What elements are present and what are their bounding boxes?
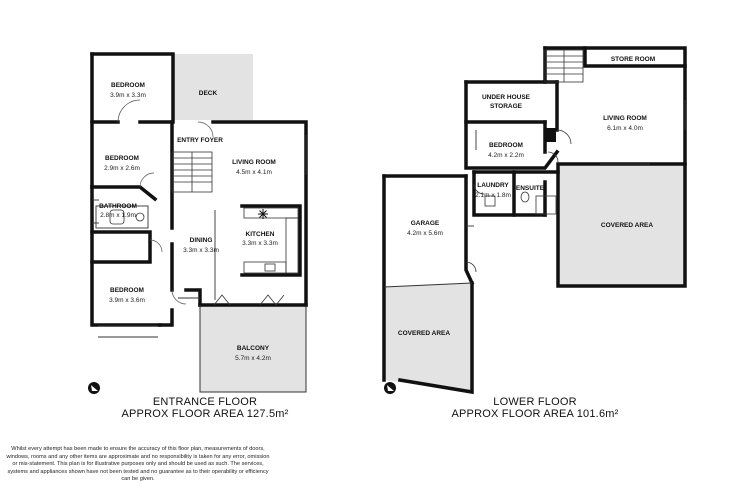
kitchen-label: KITCHEN <box>246 231 275 238</box>
dining-dims: 3.3m x 3.3m <box>183 247 219 254</box>
entrance-floor-plan: BEDROOM 3.9m x 3.3m DECK ENTRY FOYER BED… <box>88 52 308 394</box>
entrance-floor-title: ENTRANCE FLOOR <box>152 396 258 408</box>
lower-bedroom-label: BEDROOM <box>489 142 523 149</box>
bedroom-mid-dims: 2.9m x 2.6m <box>104 165 140 172</box>
disclaimer-text: Whilst every attempt has been made to en… <box>6 446 270 483</box>
entry-foyer-label: ENTRY FOYER <box>177 137 223 144</box>
compass-icon <box>384 382 396 394</box>
bedroom-top-label: BEDROOM <box>111 82 145 89</box>
bathroom-label: BATHROOM <box>99 203 137 210</box>
storage-label: STORAGE <box>490 103 523 110</box>
covered-area-right-fill <box>558 164 685 286</box>
covered-area-right-label: COVERED AREA <box>601 222 653 229</box>
entrance-floor-caption: ENTRANCE FLOOR APPROX FLOOR AREA 127.5m² <box>100 396 310 420</box>
under-house-label: UNDER HOUSE <box>482 94 531 101</box>
laundry-label: LAUNDRY <box>477 182 509 189</box>
lower-floor-caption: LOWER FLOOR APPROX FLOOR AREA 101.6m² <box>430 396 640 420</box>
covered-area-left-fill <box>384 283 472 392</box>
compass-icon <box>88 382 100 394</box>
bedroom-bottom-label: BEDROOM <box>110 287 144 294</box>
pillar <box>544 128 556 142</box>
garage-dims: 4.2m x 5.6m <box>407 230 443 237</box>
laundry-dims: 2.1m x 1.8m <box>475 192 511 199</box>
balcony-dims: 5.7m x 4.2m <box>235 355 271 362</box>
ensuite-label: ENSUITE <box>516 185 545 192</box>
lower-floor-area: APPROX FLOOR AREA 101.6m² <box>451 408 619 420</box>
snowflake-icon <box>258 209 268 219</box>
covered-area-left-label: COVERED AREA <box>398 330 450 337</box>
bedroom-bottom-dims: 3.9m x 3.6m <box>109 297 145 304</box>
store-room-label: STORE ROOM <box>611 56 655 63</box>
living-room-dims: 4.5m x 4.1m <box>236 169 272 176</box>
living-room-label: LIVING ROOM <box>232 159 276 166</box>
lower-living-room-dims: 6.1m x 4.0m <box>607 125 643 132</box>
bathroom-dims: 2.8m x 1.9m <box>100 212 136 219</box>
lower-floor-title: LOWER FLOOR <box>493 396 577 408</box>
garage-label: GARAGE <box>411 220 440 227</box>
lower-bedroom-dims: 4.2m x 2.2m <box>488 152 524 159</box>
bedroom-top-dims: 3.9m x 3.3m <box>110 92 146 99</box>
entrance-floor-area: APPROX FLOOR AREA 127.5m² <box>121 408 289 420</box>
lower-floor-plan: STORE ROOM UNDER HOUSE STORAGE LIVING RO… <box>382 46 687 395</box>
bedroom-mid-label: BEDROOM <box>105 155 139 162</box>
lower-living-room-label: LIVING ROOM <box>603 115 647 122</box>
deck-area <box>173 54 253 120</box>
deck-label: DECK <box>199 90 218 97</box>
balcony-area <box>200 305 306 392</box>
balcony-label: BALCONY <box>237 345 270 352</box>
dining-label: DINING <box>190 237 213 244</box>
kitchen-dims: 3.3m x 3.3m <box>242 240 278 247</box>
